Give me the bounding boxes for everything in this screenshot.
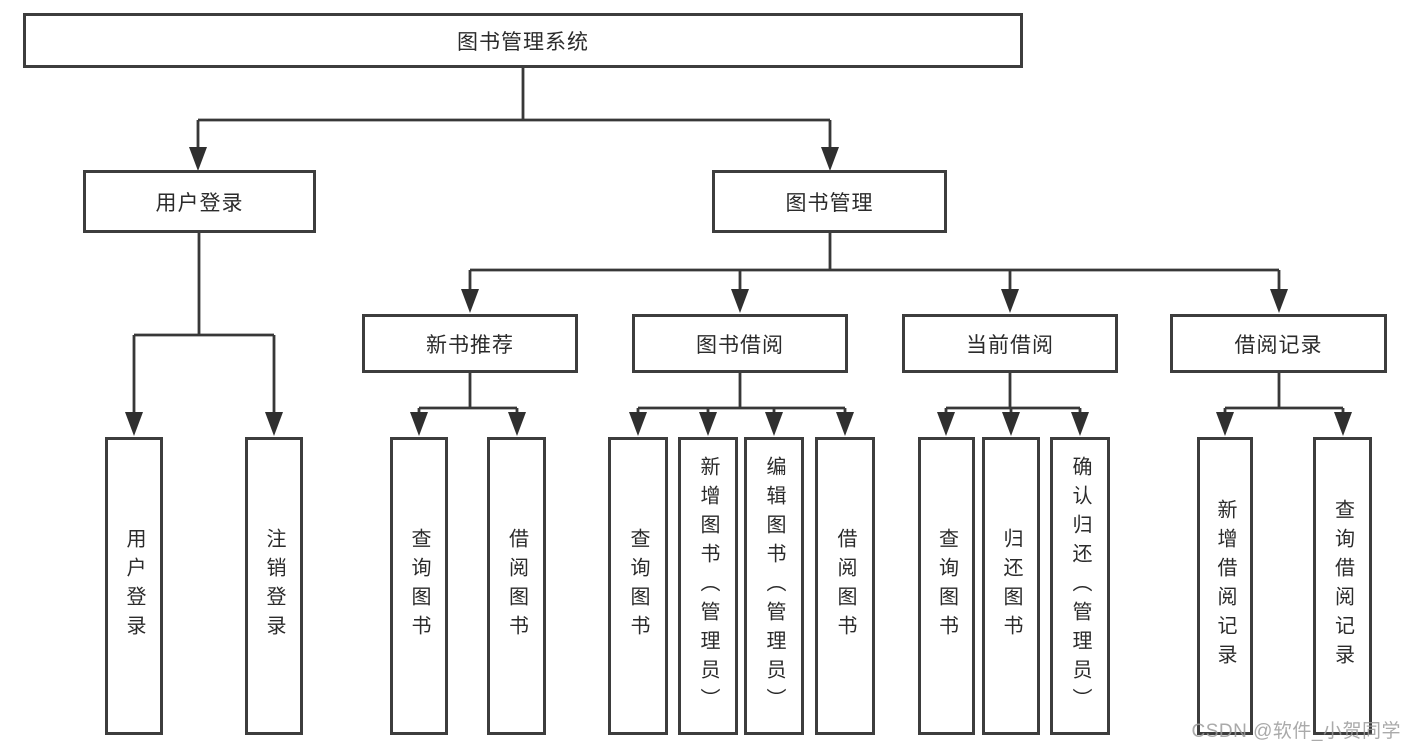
leaf-logout-label: 注销登录 bbox=[263, 528, 285, 644]
leaf-add-borrow-record-label: 新增借阅记录 bbox=[1214, 499, 1236, 673]
leaf-query-books-recommend-label: 查询图书 bbox=[408, 528, 430, 644]
leaf-borrow-books: 借阅图书 bbox=[815, 437, 875, 735]
leaf-borrow-books-label: 借阅图书 bbox=[834, 528, 856, 644]
leaf-return-books: 归还图书 bbox=[982, 437, 1040, 735]
leaf-edit-book-admin: 编辑图书（管理员） bbox=[744, 437, 804, 735]
leaf-query-books-recommend: 查询图书 bbox=[390, 437, 448, 735]
leaf-return-books-label: 归还图书 bbox=[1000, 528, 1022, 644]
node-current-borrow: 当前借阅 bbox=[902, 314, 1118, 373]
node-user-login: 用户登录 bbox=[83, 170, 316, 233]
leaf-edit-book-admin-label: 编辑图书（管理员） bbox=[763, 455, 785, 717]
leaf-borrow-books-recommend-label: 借阅图书 bbox=[505, 528, 528, 644]
node-system-root: 图书管理系统 bbox=[23, 13, 1023, 68]
leaf-user-login: 用户登录 bbox=[105, 437, 163, 735]
node-new-book-recommend: 新书推荐 bbox=[362, 314, 578, 373]
arrowheads bbox=[125, 147, 1352, 436]
node-book-borrow: 图书借阅 bbox=[632, 314, 848, 373]
leaf-confirm-return-admin-label: 确认归还（管理员） bbox=[1069, 455, 1091, 717]
node-book-management: 图书管理 bbox=[712, 170, 947, 233]
leaf-query-borrow-record-label: 查询借阅记录 bbox=[1331, 499, 1354, 673]
leaf-query-books-borrow-label: 查询图书 bbox=[627, 528, 649, 644]
leaf-logout: 注销登录 bbox=[245, 437, 303, 735]
leaf-query-books-current: 查询图书 bbox=[918, 437, 975, 735]
leaf-confirm-return-admin: 确认归还（管理员） bbox=[1050, 437, 1110, 735]
leaf-query-books-borrow: 查询图书 bbox=[608, 437, 668, 735]
leaf-add-book-admin: 新增图书（管理员） bbox=[678, 437, 738, 735]
leaf-user-login-label: 用户登录 bbox=[123, 528, 145, 644]
leaf-add-book-admin-label: 新增图书（管理员） bbox=[697, 455, 719, 717]
csdn-watermark: CSDN @软件_小贺同学 bbox=[1191, 721, 1401, 742]
leaf-query-books-current-label: 查询图书 bbox=[935, 528, 958, 644]
node-borrow-records: 借阅记录 bbox=[1170, 314, 1387, 373]
connector-strokes bbox=[132, 68, 1345, 414]
leaf-borrow-books-recommend: 借阅图书 bbox=[487, 437, 546, 735]
leaf-query-borrow-record: 查询借阅记录 bbox=[1313, 437, 1372, 735]
leaf-add-borrow-record: 新增借阅记录 bbox=[1197, 437, 1253, 735]
